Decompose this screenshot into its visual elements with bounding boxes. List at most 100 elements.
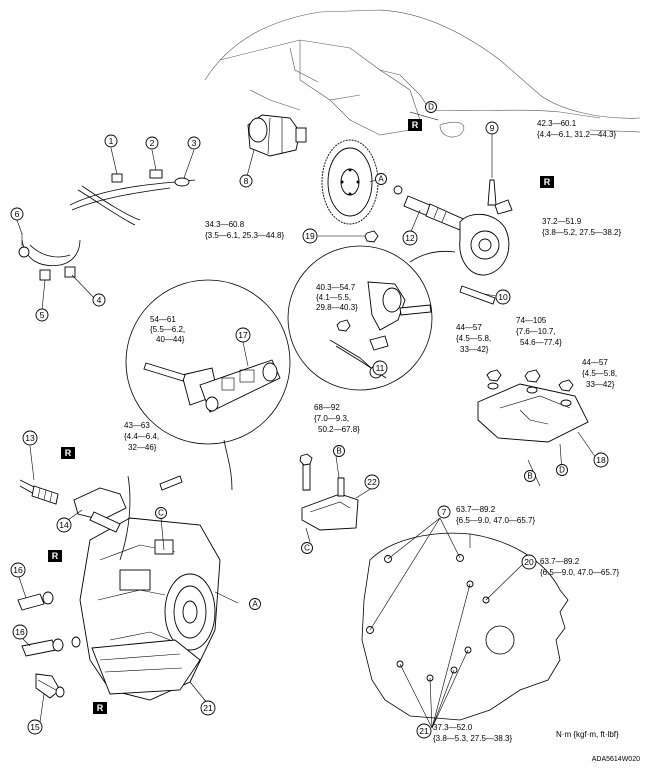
- svg-text:{4.4—6.4,: {4.4—6.4,: [124, 432, 159, 441]
- torque-spec-knuckle: 37.2—51.9 {3.8—5.2, 27.5—38.2}: [542, 217, 622, 237]
- callout-16b: 16: [12, 624, 28, 640]
- svg-text:B: B: [336, 447, 341, 456]
- svg-text:C: C: [304, 544, 310, 553]
- callout-16b-text: 16: [15, 627, 25, 637]
- svg-text:34.3—60.8: 34.3—60.8: [205, 220, 245, 229]
- torque-spec-20: 63.7—89.2 {6.5—9.0, 47.0—65.7}: [540, 557, 620, 577]
- svg-text:A: A: [252, 600, 258, 609]
- svg-text:{4.4—6.1, 31.2—44.3}: {4.4—6.1, 31.2—44.3}: [537, 130, 617, 139]
- torque-spec-11: 40.3—54.7 {4.1—5.5, 29.8—40.3}: [316, 283, 358, 312]
- torque-spec-14: 43—63 {4.4—6.4, 32—46}: [124, 421, 159, 452]
- svg-text:D: D: [428, 103, 434, 112]
- marker-D-top: D: [425, 101, 437, 113]
- callout-7: 7: [437, 505, 451, 519]
- wiring-harness: [18, 169, 196, 281]
- figure-code: ADA5614W020: [592, 756, 640, 763]
- torque-spec-17: 54—61 {5.5—6.2, 40—44}: [150, 315, 185, 344]
- callout-13-text: 13: [25, 433, 35, 443]
- callout-16a-text: 16: [13, 565, 23, 575]
- torque-spec-22: 68—92 {7.0—9.3, 50.2—67.8}: [314, 403, 360, 434]
- callout-4-text: 4: [97, 295, 102, 305]
- svg-text:{3.5—6.1, 25.3—44.8}: {3.5—6.1, 25.3—44.8}: [205, 231, 285, 240]
- callout-11-text: 11: [376, 363, 385, 373]
- svg-text:50.2—67.8}: 50.2—67.8}: [318, 425, 360, 434]
- svg-text:74—105: 74—105: [516, 316, 547, 325]
- svg-text:63.7—89.2: 63.7—89.2: [540, 557, 580, 566]
- svg-text:43—63: 43—63: [124, 421, 150, 430]
- callout-14: 14: [56, 517, 72, 533]
- replace-mark-2: R: [540, 176, 554, 188]
- drive-shaft: [403, 195, 471, 233]
- svg-text:29.8—40.3}: 29.8—40.3}: [316, 303, 358, 312]
- knuckle-assembly: [459, 179, 513, 276]
- callout-2: 2: [145, 136, 159, 150]
- callout-20-text: 20: [524, 557, 534, 567]
- replace-mark-1: R: [408, 119, 422, 131]
- callout-21b: 21: [416, 723, 432, 739]
- callout-8-text: 8: [244, 176, 249, 186]
- callout-17: 17: [235, 327, 251, 343]
- svg-text:{3.8—5.3, 27.5—38.3}: {3.8—5.3, 27.5—38.3}: [433, 734, 513, 743]
- callout-18-text: 18: [596, 455, 606, 465]
- torque-spec-21: 37.3—52.0 {3.8—5.3, 27.5—38.3}: [433, 723, 513, 743]
- callout-21a: 21: [200, 700, 216, 716]
- bracket-22: [299, 453, 359, 531]
- engine-block-outline: [204, 9, 641, 138]
- callout-9: 9: [485, 121, 499, 135]
- torque-spec-mount-right: 44—57 {4.5—5.8, 33—42}: [582, 358, 617, 389]
- svg-text:B: B: [527, 472, 532, 481]
- svg-text:{7.0—9.3,: {7.0—9.3,: [314, 414, 349, 423]
- marker-A-top: A: [375, 173, 387, 185]
- cable-bracket: [73, 475, 183, 561]
- callout-9-text: 9: [490, 123, 495, 133]
- svg-text:R: R: [412, 120, 419, 130]
- callout-12: 12: [402, 230, 418, 246]
- callout-21a-text: 21: [203, 703, 213, 713]
- starter-motor: [247, 114, 307, 157]
- callout-1: 1: [104, 134, 118, 148]
- detail-circle-mount: [125, 279, 291, 491]
- replace-mark-5: R: [93, 702, 107, 714]
- callout-6-text: 6: [15, 209, 20, 219]
- svg-text:{4.5—5.8,: {4.5—5.8,: [582, 369, 617, 378]
- torque-spec-9: 42.3—60.1 {4.4—6.1, 31.2—44.3}: [537, 119, 617, 139]
- units-note: N·m {kgf·m, ft·lbf}: [556, 730, 619, 739]
- svg-text:R: R: [52, 551, 59, 561]
- nut-19: [364, 230, 379, 243]
- cooler-hoses: [17, 591, 81, 657]
- torque-spec-mount-left: 44—57 {4.5—5.8, 33—42}: [456, 323, 491, 354]
- callout-19: 19: [302, 228, 318, 244]
- svg-text:{4.1—5.5,: {4.1—5.5,: [316, 293, 351, 302]
- callout-11: 11: [372, 360, 388, 376]
- callout-22-text: 22: [367, 477, 377, 487]
- svg-text:33—42}: 33—42}: [586, 380, 615, 389]
- callout-14-text: 14: [59, 520, 69, 530]
- callout-22: 22: [364, 474, 380, 490]
- marker-A-bottom: A: [249, 598, 261, 610]
- svg-text:{6.5—9.0, 47.0—65.7}: {6.5—9.0, 47.0—65.7}: [456, 516, 536, 525]
- svg-text:54.6—77.4}: 54.6—77.4}: [520, 338, 562, 347]
- callout-3: 3: [187, 136, 201, 150]
- detail-circle-knuckle: [287, 245, 456, 391]
- callout-3-text: 3: [192, 138, 197, 148]
- svg-text:32—46}: 32—46}: [128, 443, 157, 452]
- speedometer-cable: [19, 479, 59, 505]
- callout-4: 4: [92, 293, 106, 307]
- svg-text:{6.5—9.0, 47.0—65.7}: {6.5—9.0, 47.0—65.7}: [540, 568, 620, 577]
- transaxle-mount-bracket: [477, 369, 589, 443]
- callout-10-text: 10: [498, 292, 508, 302]
- callout-6: 6: [10, 207, 24, 221]
- svg-text:44—57: 44—57: [582, 358, 608, 367]
- transaxle-body: [79, 517, 221, 701]
- callout-8: 8: [239, 174, 253, 188]
- callout-1-text: 1: [109, 136, 114, 146]
- callout-19-text: 19: [305, 231, 315, 241]
- svg-text:42.3—60.1: 42.3—60.1: [537, 119, 577, 128]
- svg-text:{5.5—6.2,: {5.5—6.2,: [150, 325, 185, 334]
- converter-housing-outline: [361, 517, 569, 729]
- marker-B-top: B: [333, 445, 345, 457]
- callout-7-text: 7: [442, 507, 447, 517]
- replace-mark-3: R: [61, 447, 75, 459]
- marker-C-top: C: [155, 507, 167, 519]
